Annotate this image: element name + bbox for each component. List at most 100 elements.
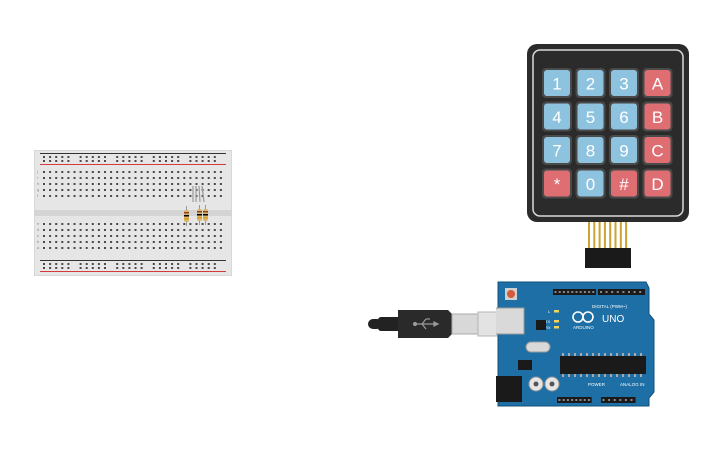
- key-face[interactable]: [611, 70, 637, 96]
- arduino-uno-board[interactable]: DIGITAL (PWM~) ARDUINO UNO L TX RX POWER…: [496, 280, 656, 408]
- header-pin[interactable]: [639, 291, 642, 293]
- power-header[interactable]: [557, 397, 592, 403]
- key-6[interactable]: 6: [609, 101, 639, 132]
- breadboard-hole: [158, 263, 161, 265]
- header-pin[interactable]: [558, 399, 561, 401]
- header-pin[interactable]: [622, 291, 625, 293]
- key-8[interactable]: 8: [575, 135, 606, 165]
- breadboard-hole: [128, 183, 131, 185]
- key-b[interactable]: B: [642, 101, 673, 132]
- key-label: #: [619, 175, 629, 194]
- breadboard-hole: [67, 189, 70, 191]
- breadboard-hole: [171, 189, 174, 191]
- breadboard-hole: [219, 223, 222, 225]
- analog-header[interactable]: [601, 397, 636, 403]
- breadboard-hole: [116, 183, 119, 185]
- header-pin[interactable]: [605, 291, 608, 293]
- digital-header[interactable]: [553, 289, 645, 295]
- key-4[interactable]: 4: [542, 101, 572, 132]
- breadboard-hole: [122, 183, 125, 185]
- header-pin[interactable]: [566, 399, 569, 401]
- key-label: *: [554, 175, 561, 194]
- header-pin[interactable]: [616, 291, 619, 293]
- key-d[interactable]: D: [642, 168, 673, 199]
- breadboard-hole: [183, 189, 186, 191]
- key-face[interactable]: [544, 137, 570, 163]
- key-face[interactable]: [611, 170, 637, 197]
- breadboard-hole: [43, 229, 45, 231]
- header-pin[interactable]: [579, 291, 582, 293]
- key-face[interactable]: [544, 70, 570, 96]
- header-pin[interactable]: [613, 399, 616, 401]
- key-5[interactable]: 5: [575, 101, 606, 132]
- analog-label: ANALOG IN: [620, 382, 645, 387]
- key-3[interactable]: 3: [609, 68, 639, 98]
- resistor[interactable]: [197, 205, 202, 225]
- header-pin[interactable]: [624, 399, 627, 401]
- key-face[interactable]: [577, 103, 604, 130]
- header-pin[interactable]: [602, 399, 605, 401]
- header-pin[interactable]: [571, 291, 574, 293]
- key-9[interactable]: 9: [609, 135, 639, 165]
- header-pin[interactable]: [592, 291, 595, 293]
- header-pin[interactable]: [630, 399, 633, 401]
- key-face[interactable]: [611, 137, 637, 163]
- header-pin[interactable]: [575, 399, 578, 401]
- header-pin[interactable]: [587, 399, 590, 401]
- header-pin[interactable]: [628, 291, 630, 293]
- header-pin[interactable]: [611, 291, 614, 293]
- breadboard-hole: [61, 177, 64, 179]
- key-hash[interactable]: #: [609, 168, 639, 199]
- resistor[interactable]: [184, 206, 189, 226]
- key-face[interactable]: [644, 170, 671, 197]
- header-pin[interactable]: [554, 291, 557, 293]
- key-face[interactable]: [577, 170, 604, 197]
- header-pin[interactable]: [562, 291, 565, 293]
- header-pin[interactable]: [579, 399, 582, 401]
- key-0[interactable]: 0: [575, 168, 606, 199]
- header-pin[interactable]: [571, 399, 574, 401]
- header-pin[interactable]: [575, 291, 578, 293]
- key-a[interactable]: A: [642, 68, 673, 98]
- header-pin[interactable]: [619, 399, 622, 401]
- key-face[interactable]: [644, 103, 671, 130]
- breadboard-hole: [195, 177, 198, 179]
- breadboard-hole: [128, 195, 131, 197]
- key-face[interactable]: [644, 137, 671, 163]
- key-star[interactable]: *: [542, 168, 572, 199]
- key-label: A: [652, 75, 664, 94]
- key-face[interactable]: [611, 103, 637, 130]
- breadboard-hole: [146, 247, 149, 249]
- header-pin[interactable]: [608, 399, 611, 401]
- breadboard-hole: [195, 235, 198, 237]
- key-face[interactable]: [577, 137, 604, 163]
- header-pin[interactable]: [562, 399, 565, 401]
- power-jack[interactable]: [496, 376, 522, 402]
- header-pin[interactable]: [583, 399, 586, 401]
- key-c[interactable]: C: [642, 135, 673, 165]
- header-pin[interactable]: [588, 291, 591, 293]
- header-pin[interactable]: [600, 291, 602, 293]
- header-pin[interactable]: [567, 291, 570, 293]
- breadboard-hole: [219, 235, 222, 237]
- header-pin[interactable]: [583, 291, 586, 293]
- resistor[interactable]: [203, 205, 208, 225]
- key-face[interactable]: [544, 170, 570, 197]
- usb-b-port[interactable]: [496, 307, 525, 335]
- breadboard-hole: [55, 229, 58, 231]
- usb-cable[interactable]: [368, 306, 508, 342]
- resistor-group[interactable]: [184, 205, 208, 226]
- header-pin[interactable]: [633, 291, 636, 293]
- key-face[interactable]: [644, 70, 671, 96]
- reset-button-cap[interactable]: [507, 290, 515, 298]
- key-face[interactable]: [544, 103, 570, 130]
- breadboard-hole: [116, 189, 119, 191]
- key-1[interactable]: 1: [542, 68, 572, 98]
- key-7[interactable]: 7: [542, 135, 572, 165]
- key-2[interactable]: 2: [575, 68, 606, 98]
- key-face[interactable]: [577, 70, 604, 96]
- header-pin[interactable]: [558, 291, 561, 293]
